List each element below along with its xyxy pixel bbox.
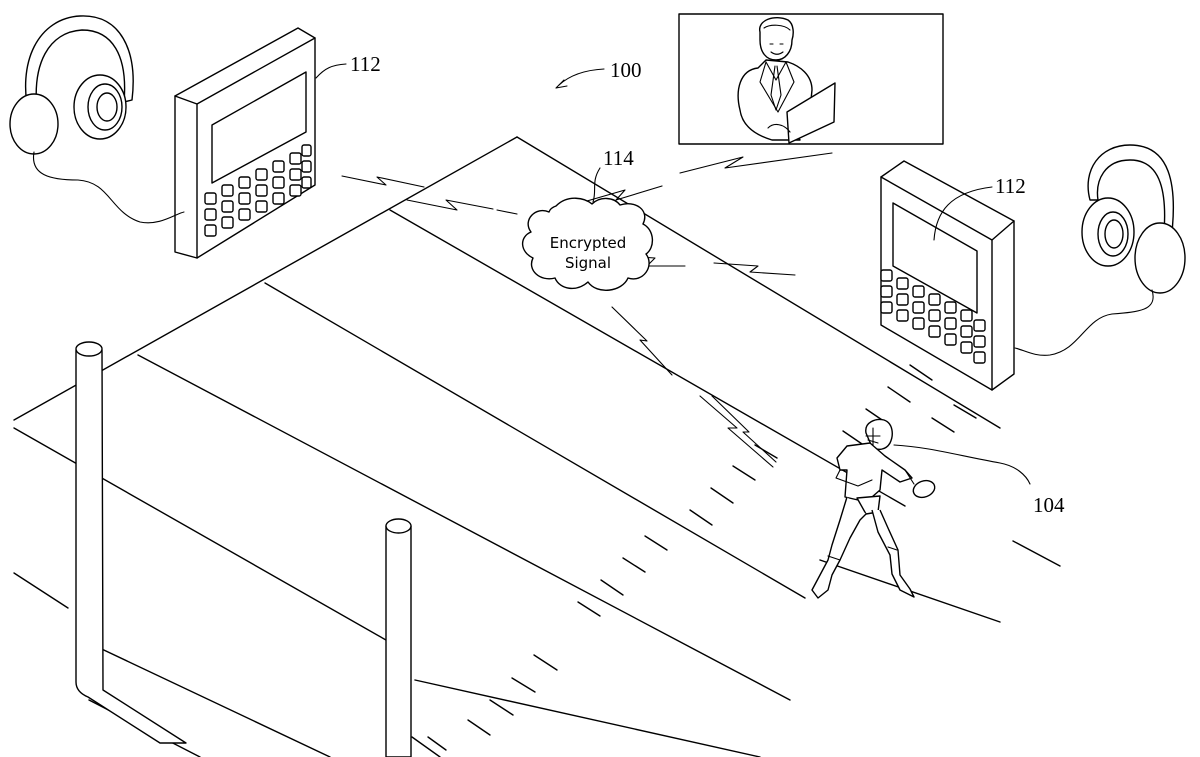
system-ref-arrow <box>558 68 605 86</box>
football-icon <box>912 479 936 499</box>
cloud-label-line2: Signal <box>565 254 611 272</box>
yard-line-4 <box>88 642 331 757</box>
laptop-icon <box>786 82 836 144</box>
player-ref-number: 104 <box>1033 493 1065 517</box>
yard-line-3 <box>13 572 69 609</box>
cloud-shape <box>521 197 654 291</box>
signal-to-player-2 <box>699 395 774 468</box>
signal-to-player-3 <box>711 395 777 463</box>
goal-post-rear <box>75 341 187 744</box>
left-communication-device: 112 <box>174 27 381 259</box>
yard-line-1 <box>137 354 791 701</box>
signal-left-2 <box>406 199 494 211</box>
signal-to-player-1 <box>611 306 673 376</box>
right-device-screen <box>892 202 978 314</box>
yard-line-6 <box>411 736 441 757</box>
signal-left-1 <box>341 175 425 188</box>
hash-marks <box>427 364 977 751</box>
signal-right-2 <box>713 262 796 276</box>
end-zone-line <box>389 209 906 507</box>
right-headphone-cable <box>1014 289 1154 356</box>
field-far-sideline <box>516 136 1001 429</box>
right-device-keypad <box>880 269 986 364</box>
right-device-ref: 112 <box>995 174 1026 198</box>
left-headphone-cable <box>32 151 185 224</box>
cloud-ref-leader <box>592 167 601 203</box>
cloud-label-line1: Encrypted <box>550 234 626 252</box>
announcer-icon <box>737 16 836 144</box>
broadcast-monitor <box>678 13 944 145</box>
left-device-screen <box>211 71 307 184</box>
left-device-keypad <box>204 144 312 237</box>
goal-line <box>264 282 806 599</box>
signal-to-studio-2 <box>679 152 833 174</box>
yard-line-7 <box>1012 540 1061 567</box>
field-near-line <box>414 679 761 757</box>
player-ref-leader <box>893 444 1031 485</box>
football-player-icon: 104 <box>811 418 1065 599</box>
encrypted-signal-cloud: Encrypted Signal 114 <box>521 146 654 291</box>
right-headphones-icon <box>1014 144 1186 356</box>
system-ref: 100 <box>555 58 642 89</box>
left-device-ref: 112 <box>350 52 381 76</box>
left-headphones-icon <box>9 15 185 224</box>
goal-post-front <box>385 518 412 757</box>
cloud-ref-number: 114 <box>603 146 634 170</box>
right-communication-device: 112 <box>880 160 1026 391</box>
wireless-signals <box>341 152 833 468</box>
system-ref-number: 100 <box>610 58 642 82</box>
signal-to-studio-1 <box>579 185 663 204</box>
yard-line-2 <box>13 427 401 649</box>
